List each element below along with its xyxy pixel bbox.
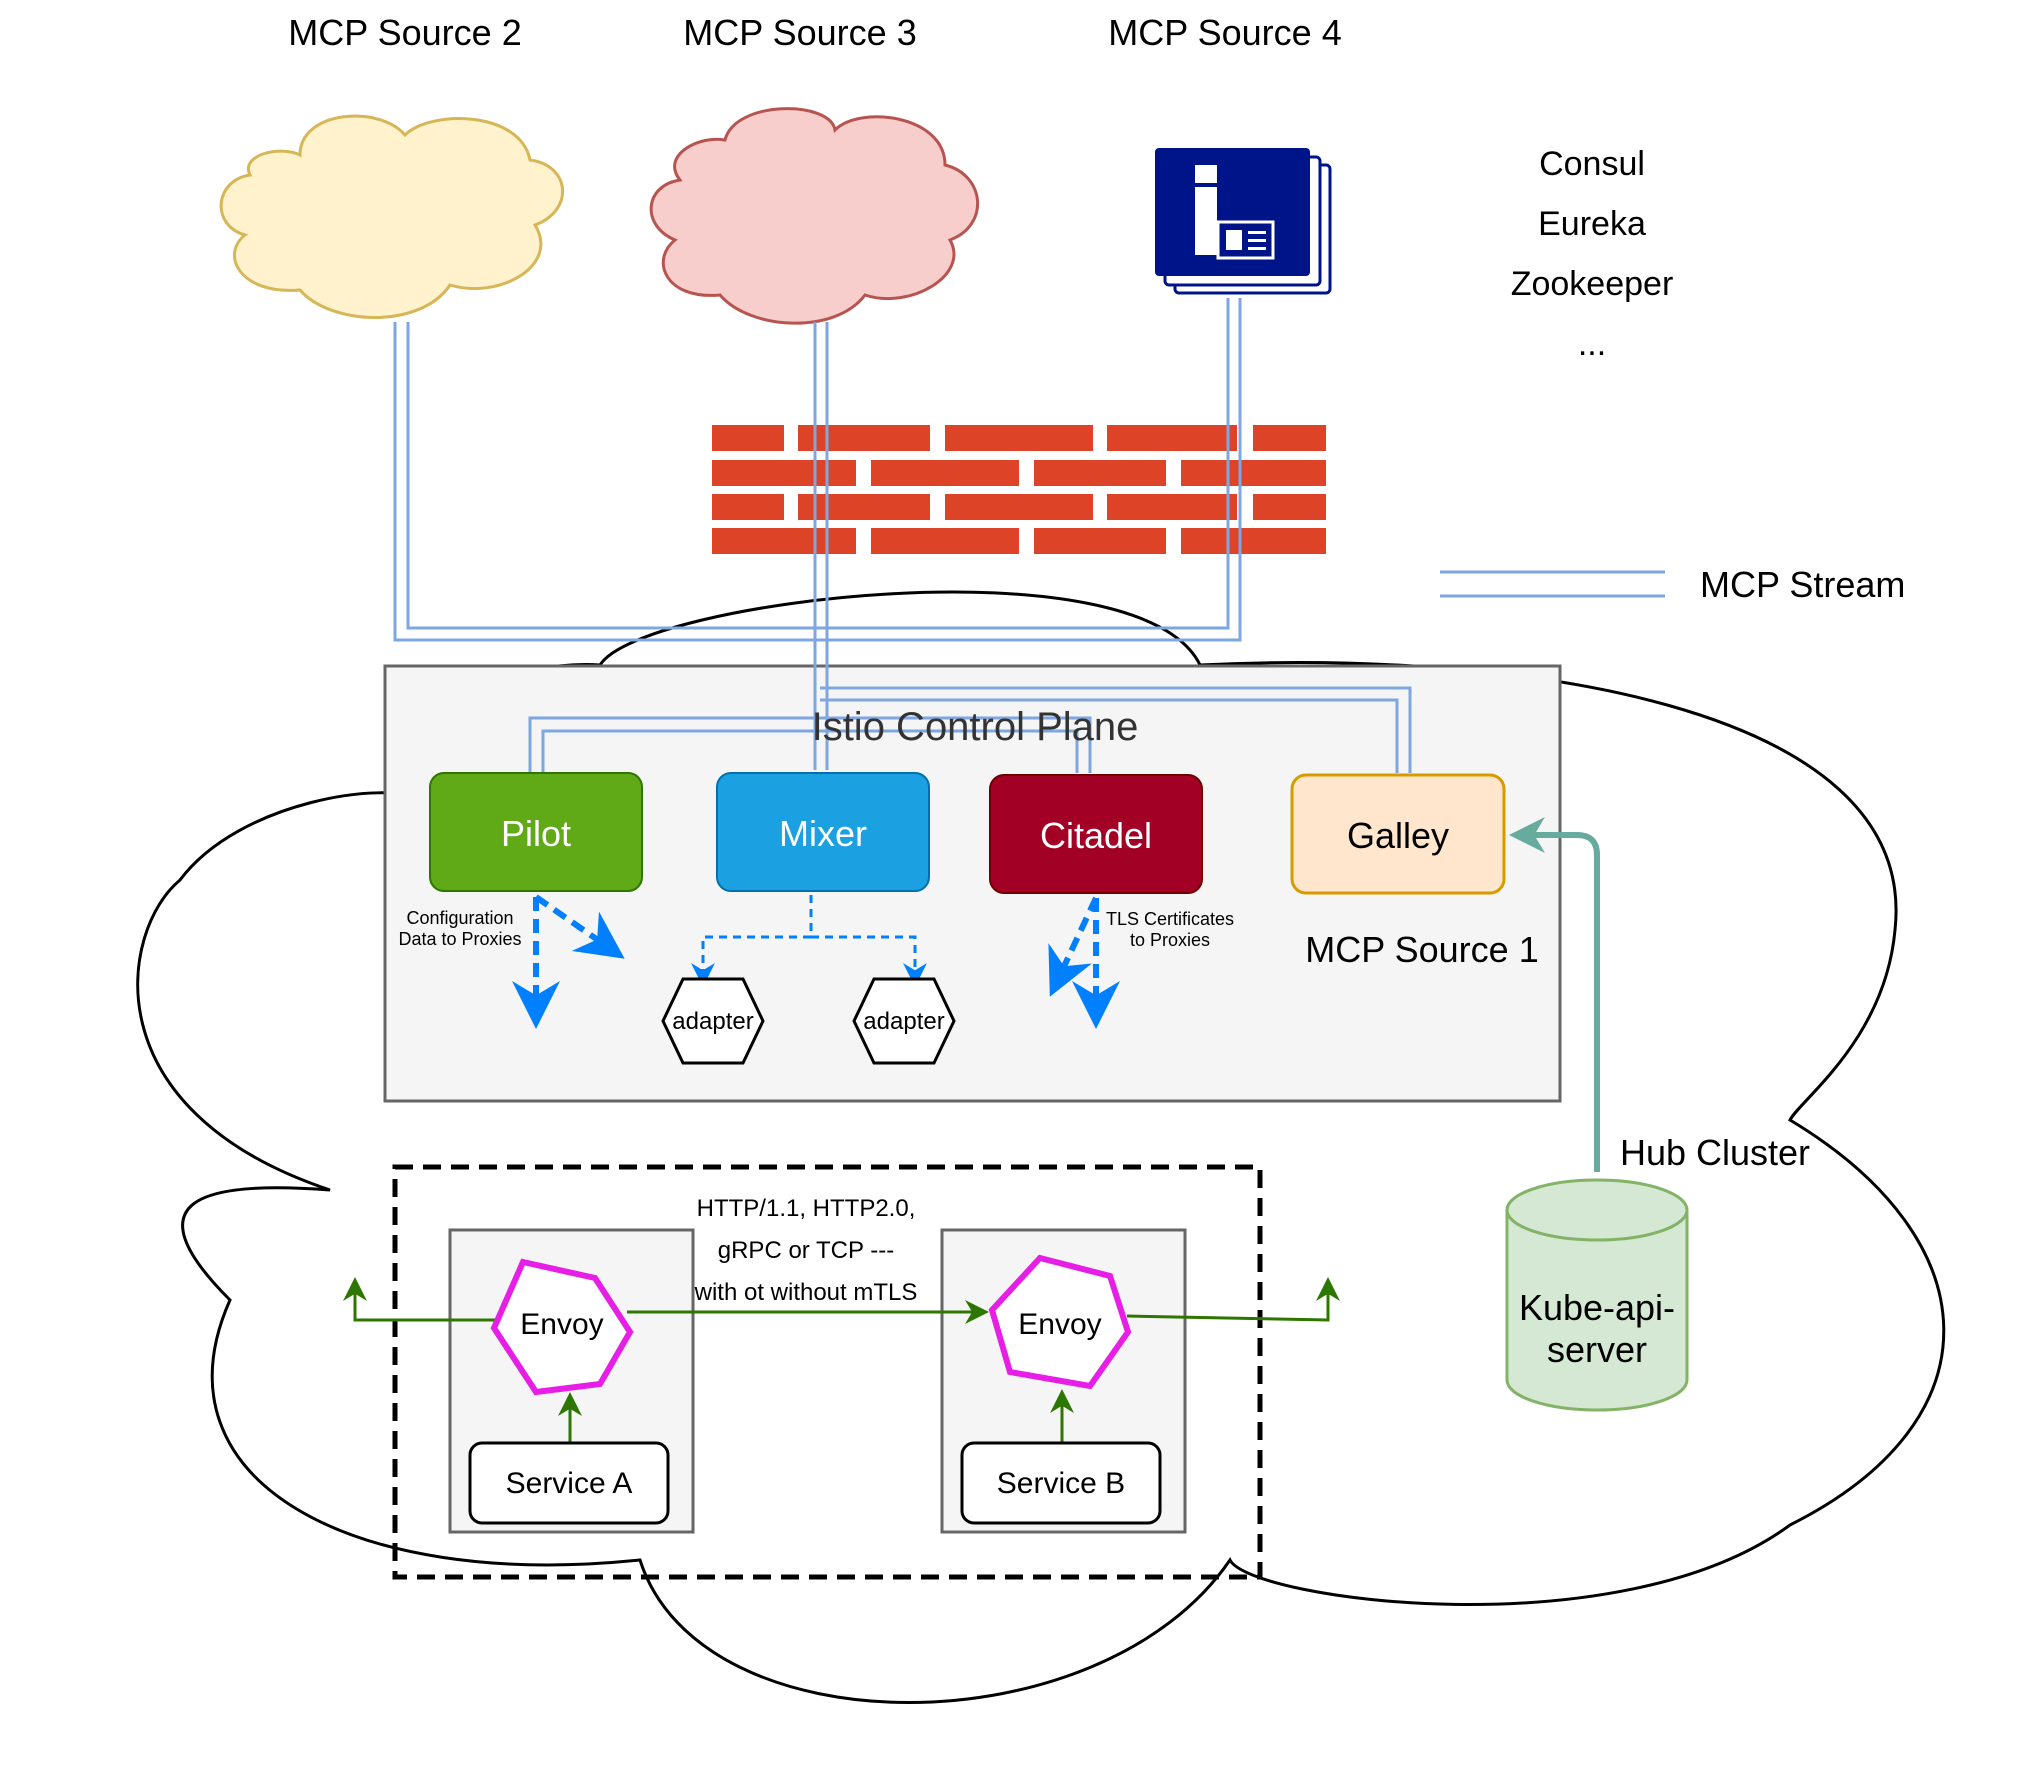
mcp-source-3-cloud <box>649 107 979 325</box>
adapter-1-shape[interactable] <box>661 977 765 1065</box>
mcp-source-2-cloud <box>219 114 564 319</box>
registry-zookeeper: Zookeeper <box>1511 265 1674 303</box>
mcp-source-3-label: MCP Source 3 <box>683 12 916 53</box>
kube-api-server-cylinder[interactable] <box>1505 1178 1689 1412</box>
mixer-box[interactable] <box>716 772 930 892</box>
pilot-note-line2: Data to Proxies <box>398 929 521 949</box>
mixer-adapter-lines <box>691 895 927 987</box>
registry-consul: Consul <box>1539 145 1645 183</box>
adapter-2-label: adapter <box>863 1008 944 1035</box>
adapter-2-shape[interactable] <box>852 977 956 1065</box>
legend-mcp-stream-line <box>1440 570 1665 598</box>
pilot-label: Pilot <box>501 813 571 854</box>
kube-to-galley-arrow <box>1509 817 1600 1172</box>
service-a-label: Service A <box>506 1467 633 1500</box>
protocol-line2: gRPC or TCP --- <box>718 1237 894 1264</box>
legend-mcp-stream-label: MCP Stream <box>1700 564 1905 605</box>
kube-api-label-line2: server <box>1547 1329 1647 1370</box>
mcp-source-1-label: MCP Source 1 <box>1305 929 1538 970</box>
citadel-note-line2: to Proxies <box>1130 930 1210 950</box>
protocol-line3: with ot without mTLS <box>694 1279 918 1306</box>
citadel-note-line1: TLS Certificates <box>1106 909 1234 929</box>
control-plane-title: Istio Control Plane <box>812 705 1139 749</box>
kube-api-label-line1: Kube-api- <box>1519 1287 1675 1328</box>
data-plane-box <box>392 1164 1263 1580</box>
protocol-line1: HTTP/1.1, HTTP2.0, <box>697 1195 916 1222</box>
citadel-cert-arrows <box>1048 896 1120 1029</box>
hub-cluster-label: Hub Cluster <box>1620 1132 1810 1173</box>
citadel-box[interactable] <box>989 774 1203 894</box>
server-icon <box>1155 148 1332 295</box>
firewall-icon <box>712 425 1326 554</box>
pilot-config-arrows <box>512 894 625 1029</box>
envoy-b-hexagon[interactable] <box>988 1254 1132 1390</box>
registry-eureka: Eureka <box>1538 205 1646 243</box>
galley-box[interactable] <box>1290 773 1506 895</box>
envoy-a-label: Envoy <box>520 1308 603 1341</box>
pilot-note-line1: Configuration <box>406 908 513 928</box>
mixer-label: Mixer <box>779 813 867 854</box>
registry-more: ... <box>1578 325 1606 363</box>
galley-label: Galley <box>1347 815 1449 856</box>
citadel-label: Citadel <box>1040 815 1152 856</box>
envoy-a-hexagon[interactable] <box>490 1258 634 1396</box>
mcp-stream-lines <box>393 298 1412 773</box>
adapter-1-label: adapter <box>672 1008 753 1035</box>
pilot-box[interactable] <box>429 772 643 892</box>
service-b-box[interactable] <box>960 1441 1162 1525</box>
service-b-label: Service B <box>997 1467 1125 1500</box>
mcp-source-2-label: MCP Source 2 <box>288 12 521 53</box>
mcp-source-4-label: MCP Source 4 <box>1108 12 1341 53</box>
envoy-b-label: Envoy <box>1018 1308 1101 1341</box>
traffic-lines <box>343 1277 1340 1442</box>
service-a-box[interactable] <box>468 1441 670 1525</box>
